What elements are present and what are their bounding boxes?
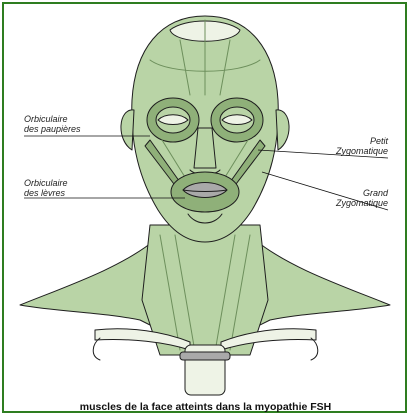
figure-caption: muscles de la face atteints dans la myop…	[0, 401, 411, 413]
ear-left	[121, 110, 134, 150]
label-line: Zygomatique	[336, 198, 388, 208]
nose	[194, 128, 216, 168]
label-grand-zygomatique: Grand Zygomatique	[336, 188, 388, 208]
label-petit-zygomatique: Petit Zygomatique	[336, 136, 388, 156]
label-line: Petit	[336, 136, 388, 146]
ear-right	[276, 110, 289, 150]
lips	[183, 183, 227, 198]
label-orbiculaire-paupieres: Orbiculaire des paupières	[24, 114, 81, 134]
label-line: des paupières	[24, 124, 81, 134]
label-line: des lèvres	[24, 188, 68, 198]
label-line: Grand	[336, 188, 388, 198]
label-orbiculaire-levres: Orbiculaire des lèvres	[24, 178, 68, 198]
label-line: Orbiculaire	[24, 114, 81, 124]
label-line: Zygomatique	[336, 146, 388, 156]
label-line: Orbiculaire	[24, 178, 68, 188]
